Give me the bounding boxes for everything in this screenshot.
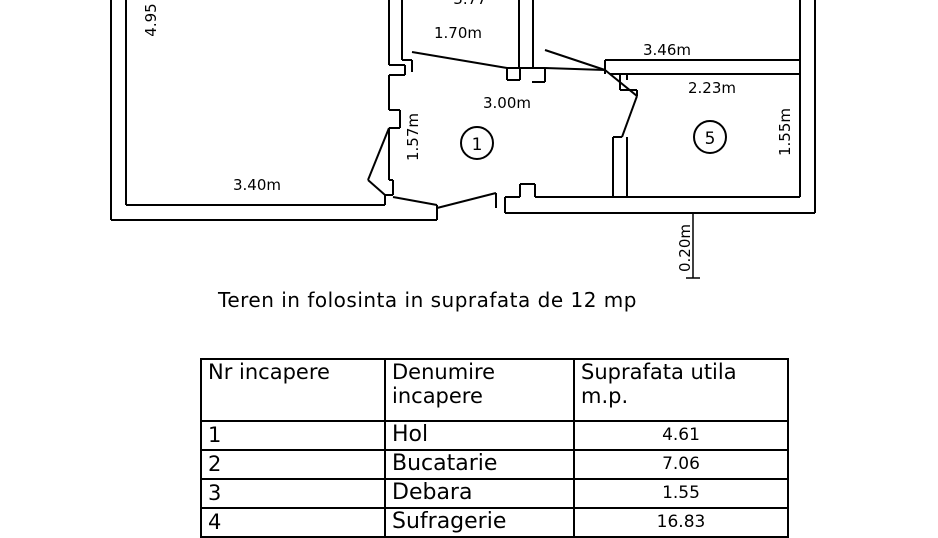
row-name: Hol — [384, 420, 575, 451]
dim-right-top: 3.46m — [643, 41, 691, 59]
dimension-lines — [686, 212, 700, 279]
room-1-circle — [460, 126, 494, 160]
table-row: 4 Sufragerie 16.83 — [200, 507, 789, 538]
row-name: Debara — [384, 478, 575, 509]
table-row: 3 Debara 1.55 — [200, 478, 789, 509]
table-row: 2 Bucatarie 7.06 — [200, 449, 789, 480]
header-name: Denumire incapere — [384, 358, 575, 422]
row-nr: 1 — [200, 420, 386, 451]
room-5-label: 5 — [705, 129, 716, 149]
dim-hol-height: 1.57m — [404, 113, 422, 161]
dim-hol-top: 1.70m — [434, 24, 482, 42]
dim-room5-width: 2.23m — [688, 79, 736, 97]
row-area: 1.55 — [573, 478, 789, 509]
row-area: 4.61 — [573, 420, 789, 451]
header-area: Suprafata utila m.p. — [573, 358, 789, 422]
table-row: 1 Hol 4.61 — [200, 420, 789, 451]
table-header-row: Nr incapere Denumire incapere Suprafata … — [200, 358, 789, 422]
room-1-label: 1 — [472, 135, 483, 155]
dim-bottom-offset: 0.20m — [676, 224, 694, 272]
walls — [110, 0, 816, 221]
dim-left-height: 4.95 — [142, 3, 160, 36]
dim-bottom-left: 3.40m — [233, 176, 281, 194]
rooms-table: Nr incapere Denumire incapere Suprafata … — [200, 358, 789, 538]
floor-plan: 1 5 3.77 4.95 1.70m 3.46m 3.00m 2.23m 1.… — [110, 0, 816, 279]
dim-room5-height: 1.55m — [776, 108, 794, 156]
dim-top-partial: 3.77 — [453, 0, 486, 8]
row-name: Sufragerie — [384, 507, 575, 538]
row-name: Bucatarie — [384, 449, 575, 480]
dim-hol-middle: 3.00m — [483, 94, 531, 112]
row-nr: 2 — [200, 449, 386, 480]
row-area: 16.83 — [573, 507, 789, 538]
land-use-caption: Teren in folosinta in suprafata de 12 mp — [218, 288, 637, 312]
row-nr: 3 — [200, 478, 386, 509]
row-area: 7.06 — [573, 449, 789, 480]
header-nr: Nr incapere — [200, 358, 386, 422]
room-5-circle — [693, 120, 727, 154]
row-nr: 4 — [200, 507, 386, 538]
